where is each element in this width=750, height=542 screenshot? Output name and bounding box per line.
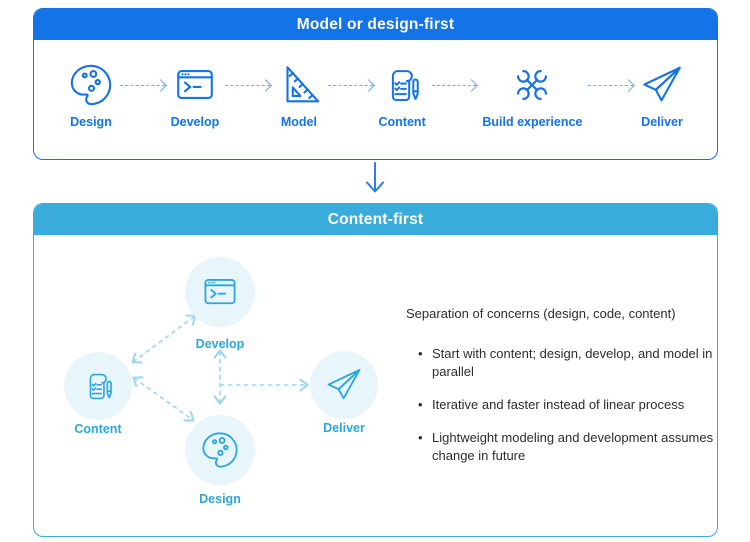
design-node bbox=[185, 415, 255, 485]
model-design-first-panel: Model or design-first Design Develop Mod… bbox=[33, 8, 718, 160]
deliver-node bbox=[310, 351, 378, 419]
content-node bbox=[64, 352, 132, 420]
content-node-label: Content bbox=[74, 422, 122, 436]
notes-bullet: Start with content; design, develop, and… bbox=[418, 345, 714, 381]
dashed-arrow-right-icon bbox=[120, 62, 167, 108]
flow-step-deliver: Deliver bbox=[639, 62, 685, 129]
palette-icon bbox=[68, 62, 114, 108]
develop-node bbox=[185, 257, 255, 327]
flow-step-design: Design bbox=[68, 62, 114, 129]
set-square-icon bbox=[276, 62, 322, 108]
down-arrow-icon bbox=[364, 162, 386, 201]
flow-step-label: Deliver bbox=[641, 115, 683, 129]
dashed-arrow-right-icon bbox=[588, 62, 635, 108]
deliver-node-label: Deliver bbox=[323, 421, 365, 435]
dashed-arrow-right-icon bbox=[431, 62, 479, 108]
flow-step-label: Model bbox=[280, 115, 317, 129]
paper-plane-icon bbox=[639, 62, 685, 108]
flow-step-label: Develop bbox=[170, 115, 220, 129]
notes-bullet: Iterative and faster instead of linear p… bbox=[418, 396, 714, 414]
bottom-panel-title: Content-first bbox=[34, 204, 717, 235]
flow-step-label: Design bbox=[70, 115, 112, 129]
arrow-content-design bbox=[132, 376, 195, 422]
flow-step-develop: Develop bbox=[170, 62, 220, 129]
palette-icon bbox=[200, 430, 240, 470]
flow-step-build-experience: Build experience bbox=[482, 62, 582, 129]
content-first-diagram: Content Develop Design Deliver Separatio… bbox=[34, 235, 717, 536]
terminal-window-icon bbox=[172, 62, 218, 108]
dashed-arrow-right-icon bbox=[225, 62, 272, 108]
notes-block: Separation of concerns (design, code, co… bbox=[406, 305, 714, 480]
scroll-pen-icon bbox=[79, 367, 117, 405]
paper-plane-icon bbox=[324, 365, 364, 405]
notes-heading: Separation of concerns (design, code, co… bbox=[406, 306, 676, 321]
notes-list: Start with content; design, develop, and… bbox=[418, 345, 714, 465]
content-first-panel: Content-first bbox=[33, 203, 718, 537]
flow-step-content: Content bbox=[379, 62, 426, 129]
flow-step-model: Model bbox=[276, 62, 322, 129]
scroll-pen-icon bbox=[379, 62, 425, 108]
flow-step-label: Content bbox=[378, 115, 426, 129]
terminal-window-icon bbox=[200, 272, 240, 312]
top-panel-title: Model or design-first bbox=[34, 9, 717, 40]
workflow-steps-row: Design Develop Model Content Build exper… bbox=[34, 40, 717, 129]
develop-node-label: Develop bbox=[195, 337, 245, 351]
dashed-arrow-right-icon bbox=[327, 62, 375, 108]
flow-step-label: Build experience bbox=[482, 115, 583, 129]
notes-bullet: Lightweight modeling and development ass… bbox=[418, 429, 714, 465]
crossed-wrenches-icon bbox=[509, 62, 555, 108]
design-node-label: Design bbox=[199, 492, 241, 506]
